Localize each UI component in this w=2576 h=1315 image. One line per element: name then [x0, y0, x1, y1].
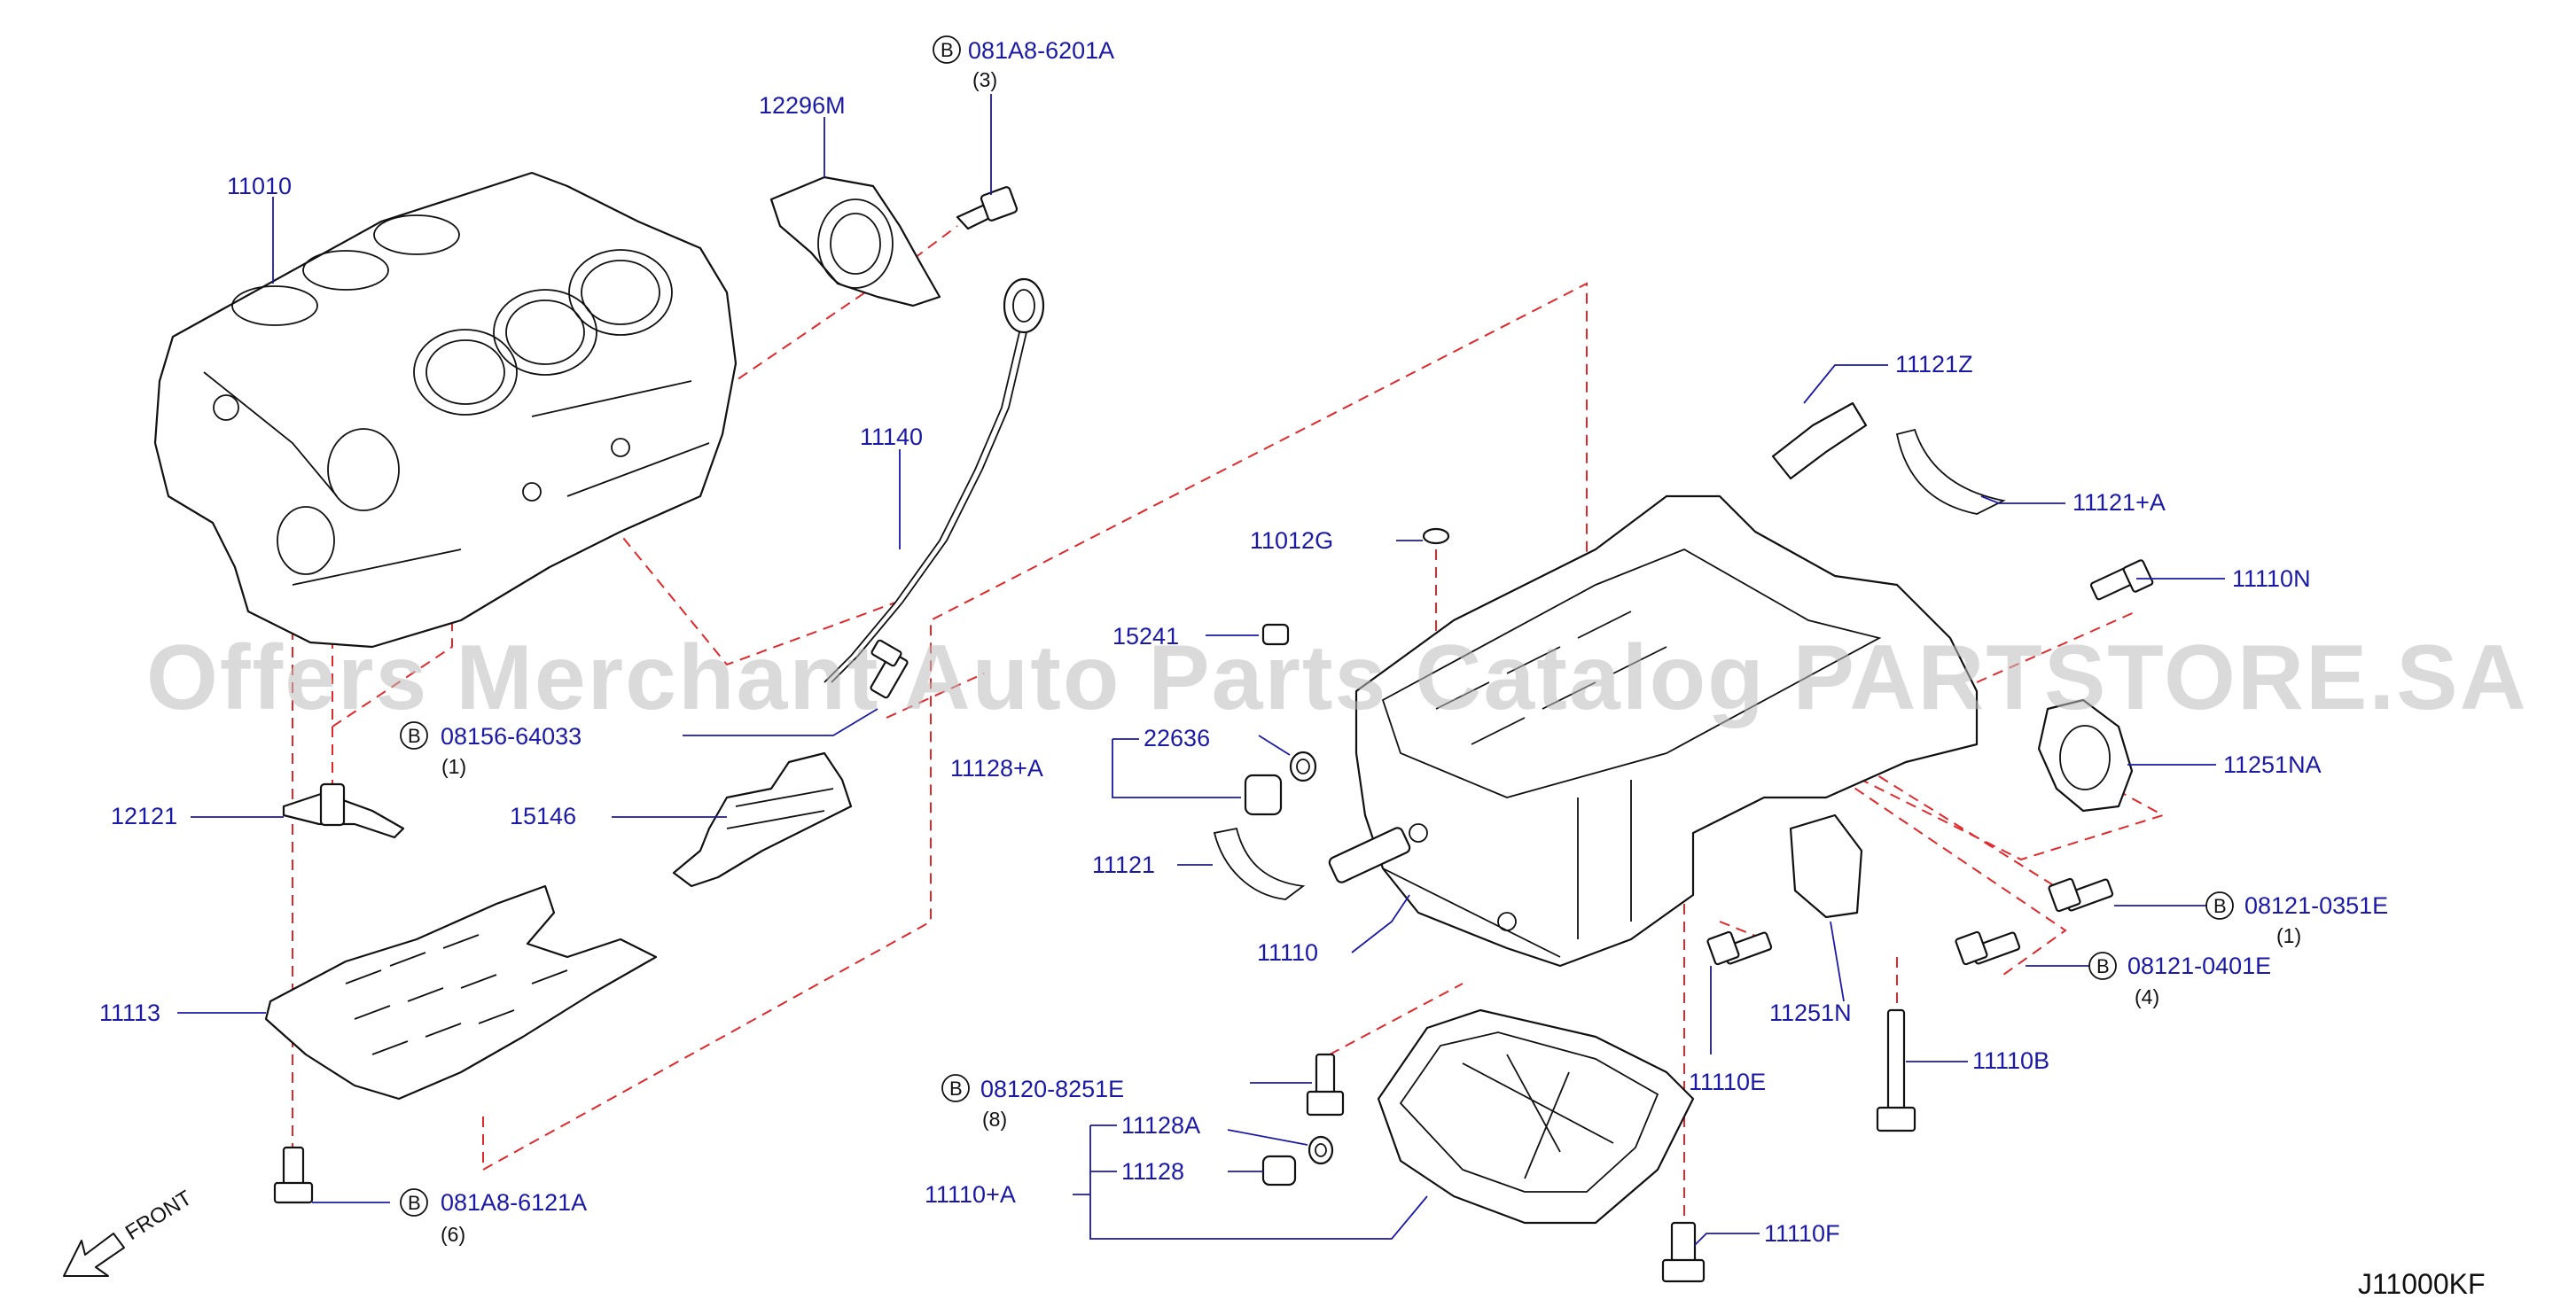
callout-11128-plus-a[interactable]: 11128+A: [950, 755, 1043, 782]
callout-11110-plus-a[interactable]: 11110+A: [925, 1181, 1016, 1208]
quantity-1: (1): [2276, 924, 2301, 947]
bolt-081a8-6201a-drawing: [956, 186, 1019, 230]
callout-081a8-6121a[interactable]: 081A8-6121A: [441, 1189, 587, 1216]
quantity-3: (3): [972, 68, 997, 91]
callout-11110[interactable]: 11110: [1257, 939, 1318, 966]
callout-11128a[interactable]: 11128A: [1121, 1112, 1200, 1139]
callout-11110e[interactable]: 11110E: [1689, 1069, 1766, 1095]
quantity-6: (6): [441, 1223, 465, 1246]
bolt-11110f-drawing: [1661, 1221, 1706, 1283]
plug-11012g-drawing: [1422, 527, 1450, 545]
bolt-11110e-drawing: [1706, 930, 1773, 966]
callout-11128[interactable]: 11128: [1121, 1158, 1184, 1185]
callout-11110n[interactable]: 11110N: [2232, 565, 2311, 592]
upper-oil-pan-drawing: [1328, 494, 1979, 968]
callout-15241[interactable]: 15241: [1112, 623, 1179, 650]
bolt-11110n-drawing: [2089, 559, 2154, 601]
callout-08121-0351e[interactable]: 08121-0351E: [2244, 892, 2388, 919]
callout-11012g[interactable]: 11012G: [1250, 527, 1333, 554]
quantity-1: (1): [441, 755, 466, 778]
cylinder-block-drawing: [153, 171, 738, 649]
gasket-11251na-drawing: [2037, 698, 2134, 813]
callout-11140[interactable]: 11140: [860, 424, 923, 450]
callout-11121-plus-a[interactable]: 11121+A: [2073, 489, 2166, 516]
callout-11121z[interactable]: 11121Z: [1895, 351, 1973, 377]
seal-11121a-plus-drawing: [1895, 428, 2006, 515]
cover-11251n-drawing: [1789, 813, 1863, 919]
bolt-081a8-6121a-drawing: [273, 1146, 314, 1204]
bolt-symbol: B: [2213, 895, 2227, 917]
callout-11110b[interactable]: 11110B: [1972, 1047, 2049, 1074]
quantity-8: (8): [982, 1108, 1007, 1131]
callout-11251n[interactable]: 11251N: [1769, 1000, 1852, 1026]
callout-08120-8251e[interactable]: 08120-8251E: [980, 1076, 1124, 1102]
callout-081a8-6201a[interactable]: 081A8-6201A: [968, 37, 1114, 64]
bolt-08121-0351e-drawing: [2048, 877, 2114, 913]
bolt-symbol-circles: [400, 35, 2234, 1217]
front-indicator: FRONT: [63, 1186, 197, 1277]
sensor-12121-drawing: [282, 782, 405, 839]
leader-lines: [177, 94, 2225, 1246]
front-label: FRONT: [121, 1186, 197, 1245]
quantity-4: (4): [2135, 985, 2159, 1008]
baffle-plate-drawing: [264, 884, 658, 1101]
bolt-symbol: B: [408, 1192, 421, 1214]
washer-11128a-drawing: [1308, 1135, 1334, 1165]
callout-11251na[interactable]: 11251NA: [2223, 751, 2322, 778]
callout-08121-0401e[interactable]: 08121-0401E: [2127, 953, 2271, 979]
callout-labels: 11010 12296M 081A8-6201A (3) 11140 11121…: [99, 37, 2388, 1247]
callout-11113[interactable]: 11113: [99, 1000, 160, 1026]
watermark: Offers Merchant Auto Parts Catalog PARTS…: [146, 626, 2528, 729]
part-15241-drawing: [1261, 623, 1290, 646]
callout-11010[interactable]: 11010: [227, 173, 292, 199]
seal-11121-drawing: [1213, 827, 1306, 900]
bolt-symbol: B: [949, 1078, 963, 1100]
callout-11121[interactable]: 11121: [1092, 852, 1155, 878]
rear-seal-retainer-drawing: [769, 175, 941, 307]
callout-22636[interactable]: 22636: [1144, 725, 1210, 751]
front-arrow-icon: [63, 1233, 125, 1277]
lower-oil-pan-drawing: [1377, 1008, 1695, 1225]
sensor-22636-drawing: [1244, 751, 1317, 816]
bolt-symbol: B: [408, 725, 421, 747]
bolt-symbol: B: [941, 39, 954, 61]
bolt-symbol: B: [2096, 955, 2110, 977]
callout-15146[interactable]: 15146: [510, 803, 576, 829]
plug-11128-drawing: [1261, 1155, 1297, 1187]
oil-strainer-drawing: [672, 751, 853, 888]
seal-11121z-drawing: [1771, 401, 1868, 480]
diagram-code: J11000KF: [2358, 1268, 2486, 1300]
callout-12296m[interactable]: 12296M: [759, 92, 846, 119]
callout-08156-64033[interactable]: 08156-64033: [441, 723, 582, 750]
bolt-08156-64033-drawing: [870, 639, 909, 699]
oil-dipstick-drawing: [824, 277, 1045, 683]
bolt-08120-8251e-drawing: [1306, 1053, 1345, 1117]
callout-12121[interactable]: 12121: [111, 803, 177, 829]
bolt-11110b-drawing: [1876, 1008, 1916, 1132]
bolt-08121-0401e-drawing: [1955, 930, 2021, 966]
callout-11110f[interactable]: 11110F: [1764, 1220, 1840, 1247]
